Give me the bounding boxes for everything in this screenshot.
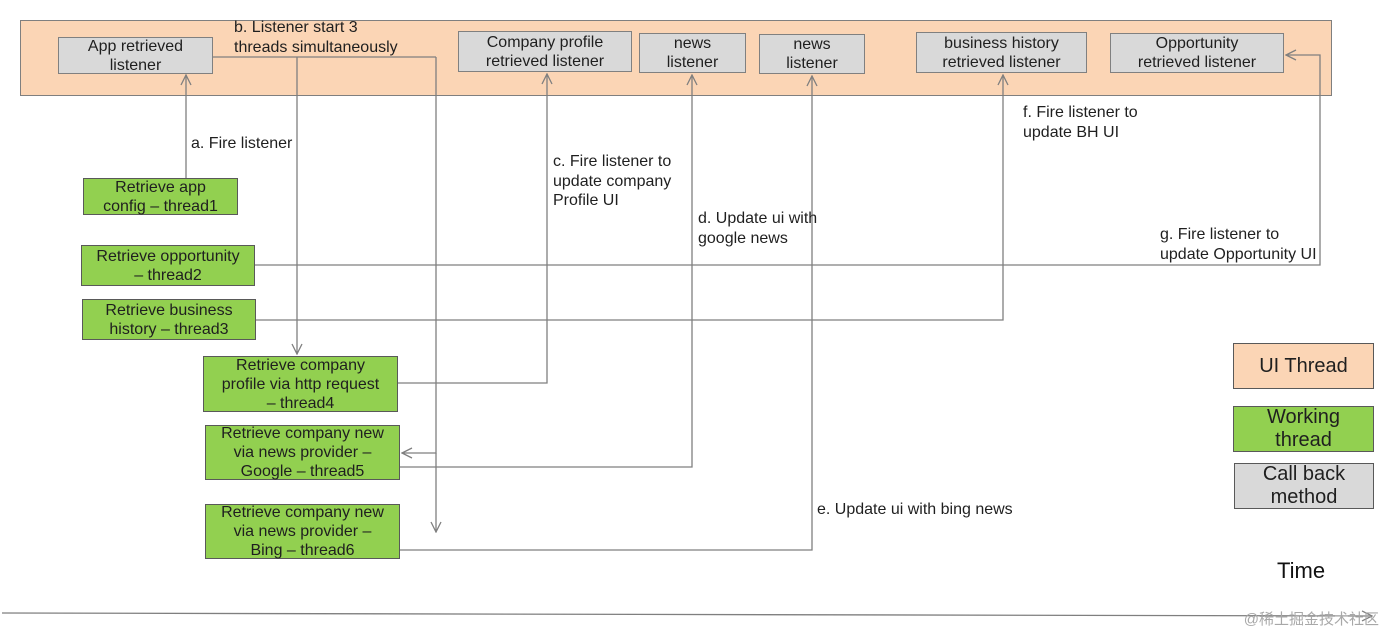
annotation-e: e. Update ui with bing news [817,501,1013,518]
annotation-a: a. Fire listener [191,135,293,152]
thread6-retrieve-news-bing: Retrieve company new via news provider –… [205,504,400,559]
legend-ui-thread: UI Thread [1233,343,1374,389]
time-axis-line [1,613,1372,616]
thread1-retrieve-app-config: Retrieve app config – thread1 [83,178,238,215]
time-axis-label: Time [1277,558,1326,583]
thread4-retrieve-company-profile: Retrieve company profile via http reques… [203,356,398,412]
opportunity-retrieved-listener: Opportunity retrieved listener [1110,33,1284,73]
annotation-d: d. Update ui with google news [698,210,818,247]
watermark: @稀土掘金技术社区 [1243,611,1379,628]
annotation-f: f. Fire listener to update BH UI [1023,104,1138,141]
company-profile-retrieved-listener: Company profile retrieved listener [458,31,632,72]
thread3-retrieve-business-history: Retrieve business history – thread3 [82,299,256,340]
connector-b-to-thread5 [402,57,437,453]
thread5-retrieve-news-google: Retrieve company new via news provider –… [205,425,400,480]
annotation-g: g. Fire listener to update Opportunity U… [1160,226,1317,263]
connector-c-thread4-to-company-profile-listener [398,74,547,384]
business-history-retrieved-listener: business history retrieved listener [916,32,1087,73]
news-listener-google: news listener [639,33,746,73]
annotation-c: c. Fire listener to update company Profi… [553,153,672,209]
connector-f-thread3-to-business-history-listener [256,75,1003,321]
news-listener-bing: news listener [759,34,865,74]
legend-callback-method: Call back method [1234,463,1374,509]
connector-e-thread6-to-news-listener [400,76,812,551]
annotation-b: b. Listener start 3 threads simultaneous… [234,19,398,56]
app-retrieved-listener: App retrieved listener [58,37,213,74]
thread2-retrieve-opportunity: Retrieve opportunity – thread2 [81,245,255,286]
connector-g-thread2-to-opportunity-listener [255,55,1321,266]
connector-d-thread5-to-news-listener [400,75,692,468]
legend-working-thread: Working thread [1233,406,1374,452]
